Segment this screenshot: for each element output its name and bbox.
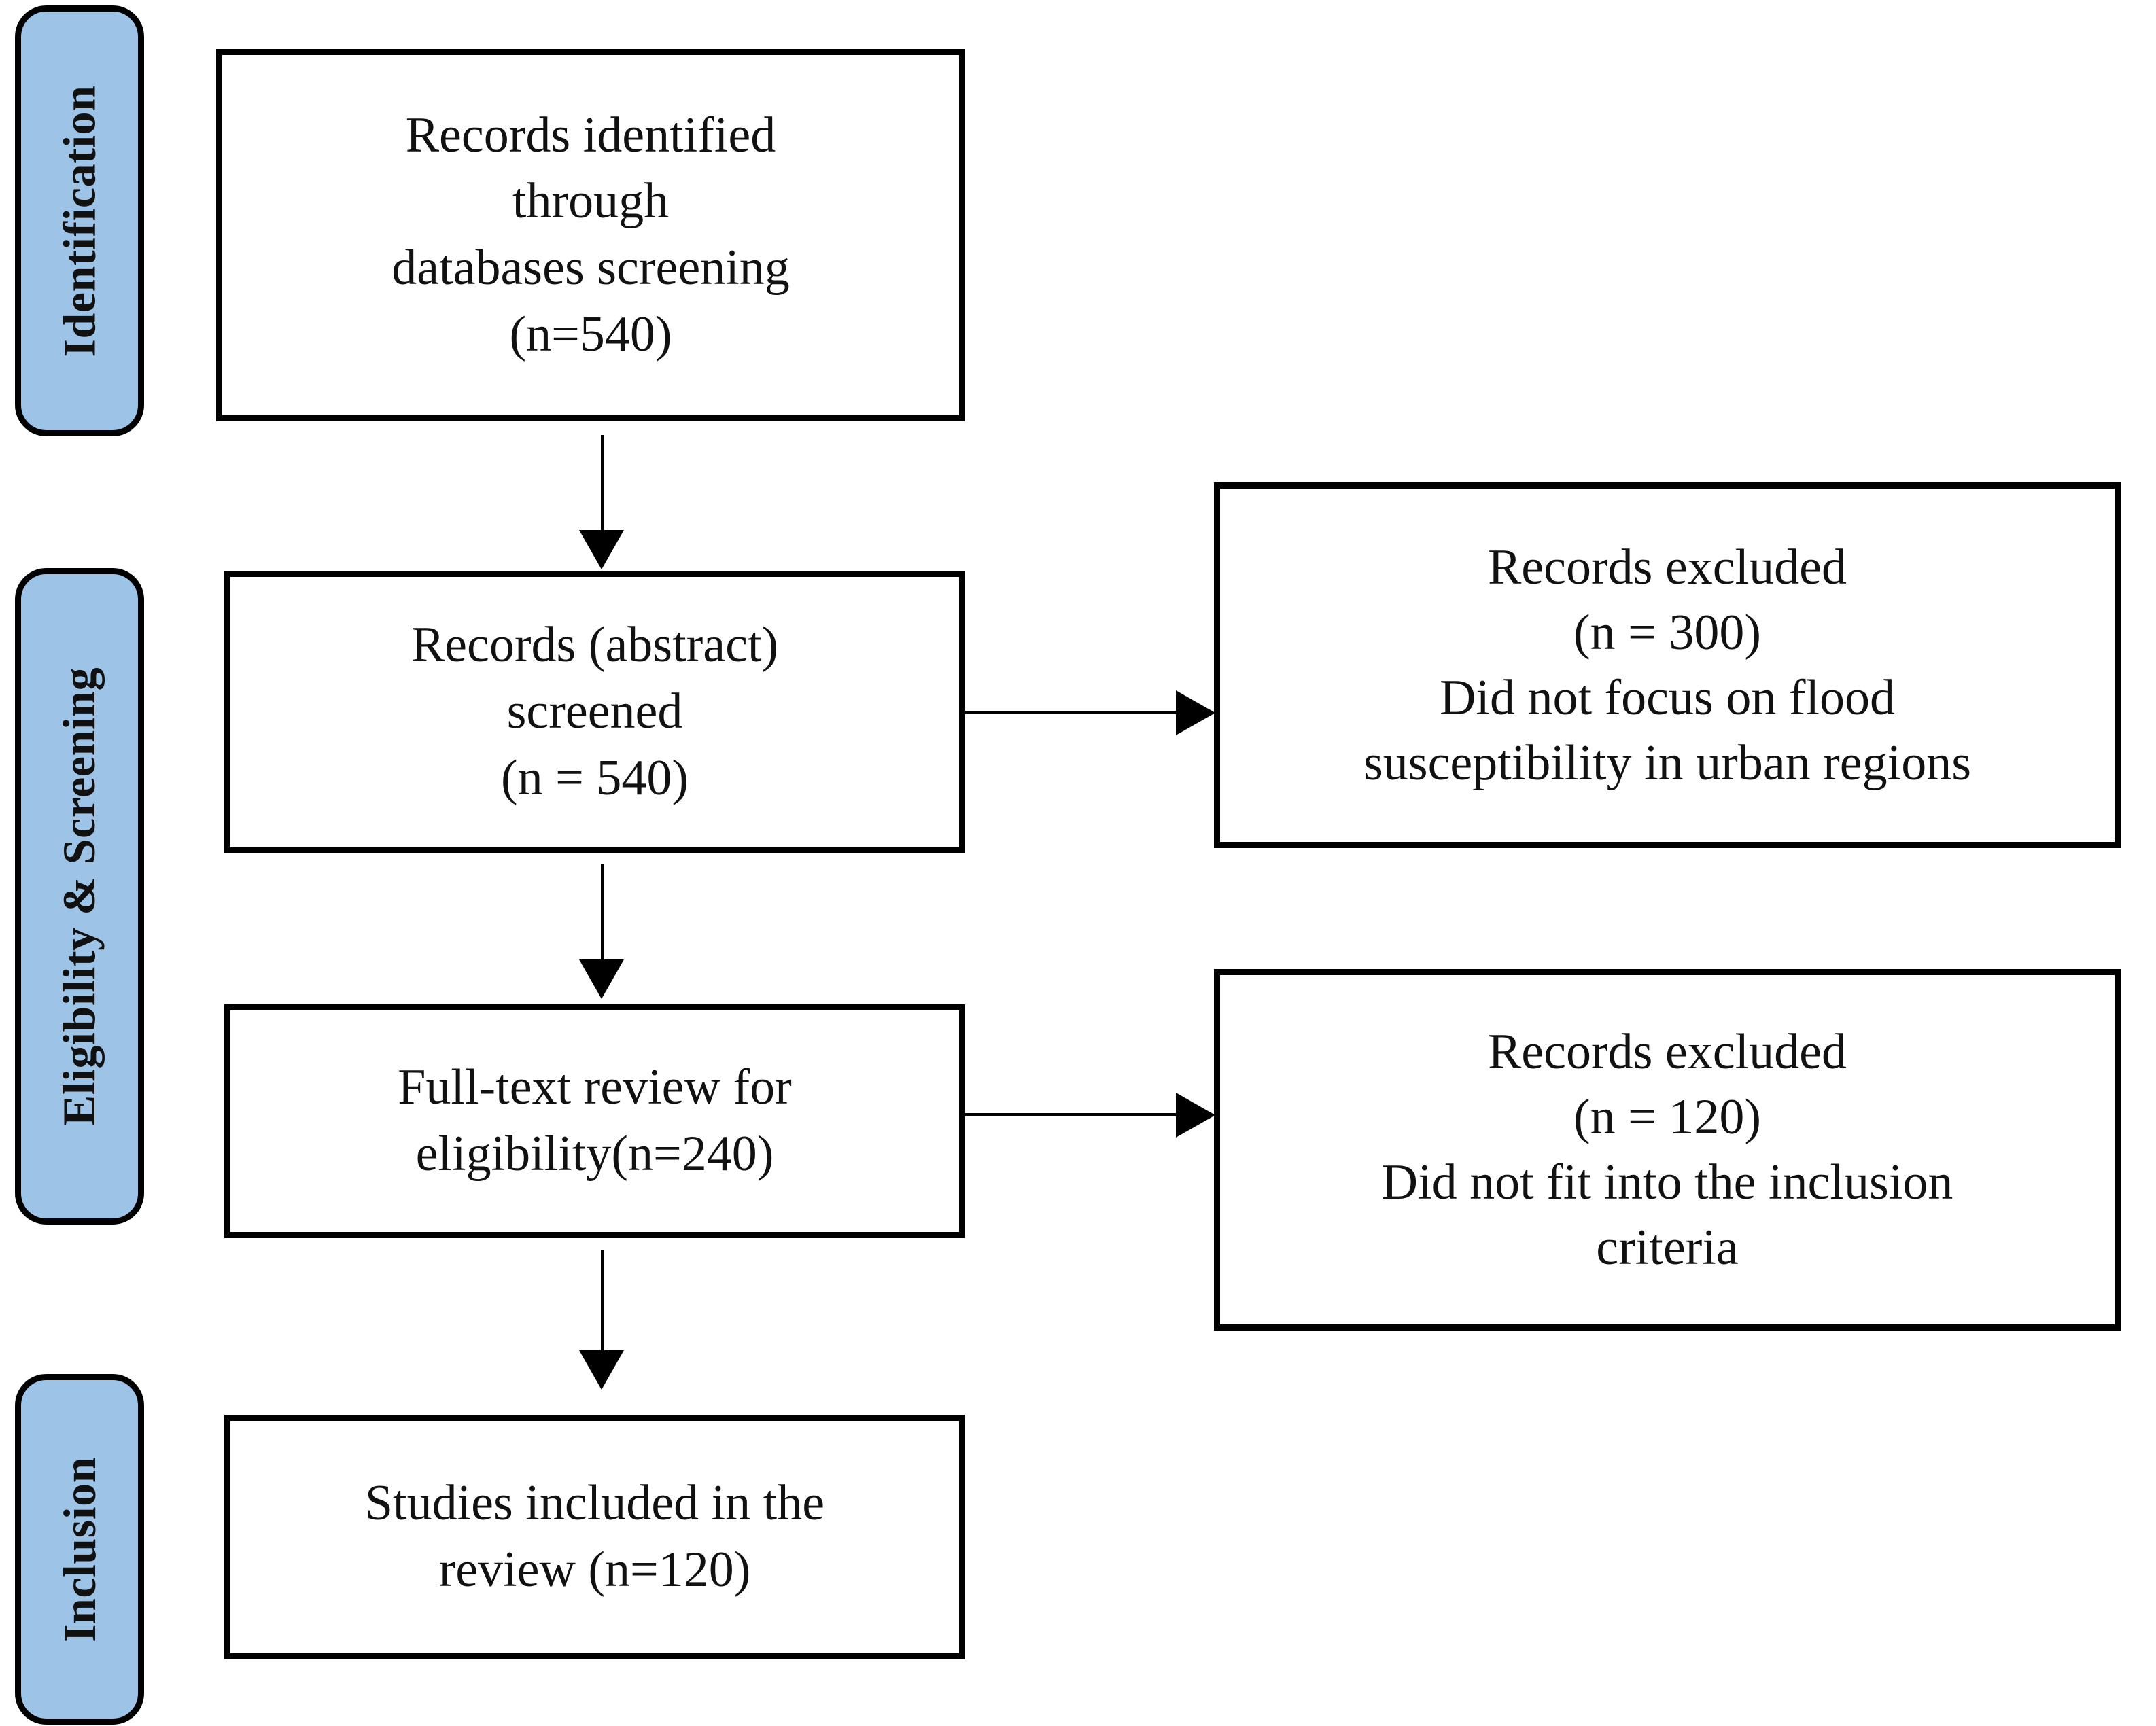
arrow-shaft (601, 864, 604, 965)
box-records-identified: Records identified through databases scr… (216, 49, 965, 421)
box-records-screened-text: Records (abstract) screened (n = 540) (411, 617, 779, 806)
box-records-excluded-eligibility: Records excluded (n = 120) Did not fit i… (1214, 969, 2121, 1331)
arrow-head-right-icon (1176, 1093, 1215, 1138)
box-fulltext-review: Full-text review for eligibility(n=240) (224, 1004, 965, 1238)
arrow-head-down-icon (579, 959, 624, 999)
arrow-head-right-icon (1176, 690, 1215, 735)
box-records-identified-text: Records identified through databases scr… (392, 107, 790, 362)
box-fulltext-review-text: Full-text review for eligibility(n=240) (398, 1059, 792, 1182)
arrow-shaft (964, 1113, 1180, 1116)
box-studies-included-text: Studies included in the review (n=120) (364, 1475, 825, 1598)
stage-label-inclusion: Inclusion (15, 1374, 144, 1725)
box-studies-included: Studies included in the review (n=120) (224, 1415, 965, 1659)
arrow-head-down-icon (579, 1350, 624, 1390)
box-records-excluded-screening-text: Records excluded (n = 300) Did not focus… (1363, 539, 1972, 792)
arrow-shaft (964, 711, 1180, 714)
stage-label-identification: Identification (15, 5, 144, 436)
box-records-excluded-screening: Records excluded (n = 300) Did not focus… (1214, 482, 2121, 848)
arrow-shaft (601, 435, 604, 535)
arrow-shaft (601, 1250, 604, 1356)
arrow-head-down-icon (579, 530, 624, 569)
box-records-screened: Records (abstract) screened (n = 540) (224, 571, 965, 853)
box-records-excluded-eligibility-text: Records excluded (n = 120) Did not fit i… (1381, 1023, 1953, 1276)
stage-label-inclusion-text: Inclusion (53, 1456, 105, 1642)
stage-label-eligibility-screening-text: Eligibility & Screening (53, 667, 105, 1126)
stage-label-eligibility-screening: Eligibility & Screening (15, 568, 144, 1225)
stage-label-identification-text: Identification (53, 85, 105, 357)
